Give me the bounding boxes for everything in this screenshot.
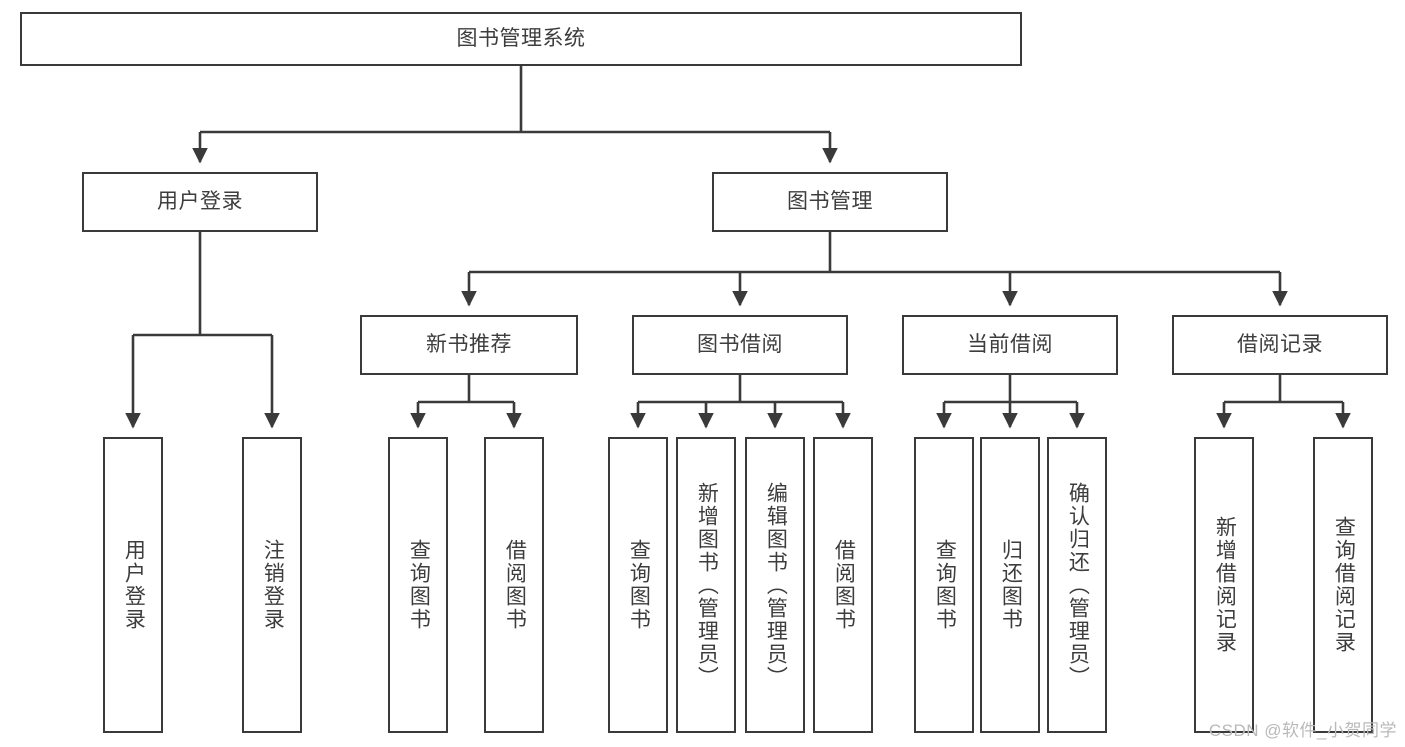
- node-new-book-recommend-label: 新书推荐: [426, 332, 512, 356]
- node-leaf-borrow-book-2-label: 借阅图书: [832, 539, 856, 631]
- node-leaf-logout-label: 注销登录: [261, 539, 285, 631]
- node-leaf-return-book-label: 归还图书: [999, 539, 1023, 631]
- node-leaf-add-book[interactable]: 新增图书（管理员）: [676, 437, 736, 733]
- node-book-manage[interactable]: 图书管理: [712, 172, 948, 232]
- node-user-login-label: 用户登录: [157, 189, 243, 213]
- node-leaf-add-record-label: 新增借阅记录: [1213, 516, 1237, 654]
- node-root-label: 图书管理系统: [456, 26, 586, 50]
- node-leaf-add-book-label: 新增图书（管理员）: [695, 481, 719, 689]
- node-leaf-logout[interactable]: 注销登录: [242, 437, 302, 733]
- node-new-book-recommend[interactable]: 新书推荐: [360, 315, 578, 375]
- node-leaf-query-book-3[interactable]: 查询图书: [914, 437, 974, 733]
- node-leaf-borrow-book-1[interactable]: 借阅图书: [484, 437, 544, 733]
- node-borrow-record-label: 借阅记录: [1237, 332, 1323, 356]
- node-leaf-user-login-label: 用户登录: [122, 539, 146, 631]
- node-leaf-query-book-1[interactable]: 查询图书: [388, 437, 448, 733]
- node-book-borrow-label: 图书借阅: [697, 332, 783, 356]
- csdn-watermark: CSDN @软件_小贺同学: [1208, 721, 1397, 740]
- node-current-borrow-label: 当前借阅: [967, 332, 1053, 356]
- node-borrow-record[interactable]: 借阅记录: [1172, 315, 1388, 375]
- node-leaf-edit-book-label: 编辑图书（管理员）: [764, 481, 788, 689]
- node-leaf-return-book[interactable]: 归还图书: [980, 437, 1040, 733]
- node-leaf-edit-book[interactable]: 编辑图书（管理员）: [745, 437, 805, 733]
- node-leaf-add-record[interactable]: 新增借阅记录: [1194, 437, 1254, 733]
- node-leaf-query-book-1-label: 查询图书: [407, 539, 431, 631]
- node-leaf-query-book-3-label: 查询图书: [933, 539, 957, 631]
- node-leaf-confirm-return-label: 确认归还（管理员）: [1066, 481, 1090, 689]
- node-book-borrow[interactable]: 图书借阅: [632, 315, 848, 375]
- node-root[interactable]: 图书管理系统: [20, 12, 1022, 66]
- node-leaf-query-record[interactable]: 查询借阅记录: [1313, 437, 1373, 733]
- node-leaf-borrow-book-1-label: 借阅图书: [503, 539, 527, 631]
- node-leaf-user-login[interactable]: 用户登录: [103, 437, 163, 733]
- node-user-login[interactable]: 用户登录: [82, 172, 318, 232]
- node-leaf-query-book-2[interactable]: 查询图书: [608, 437, 668, 733]
- node-book-manage-label: 图书管理: [787, 189, 873, 213]
- node-leaf-confirm-return[interactable]: 确认归还（管理员）: [1047, 437, 1107, 733]
- node-leaf-query-book-2-label: 查询图书: [627, 539, 651, 631]
- node-current-borrow[interactable]: 当前借阅: [902, 315, 1118, 375]
- node-leaf-borrow-book-2[interactable]: 借阅图书: [813, 437, 873, 733]
- node-leaf-query-record-label: 查询借阅记录: [1332, 516, 1356, 654]
